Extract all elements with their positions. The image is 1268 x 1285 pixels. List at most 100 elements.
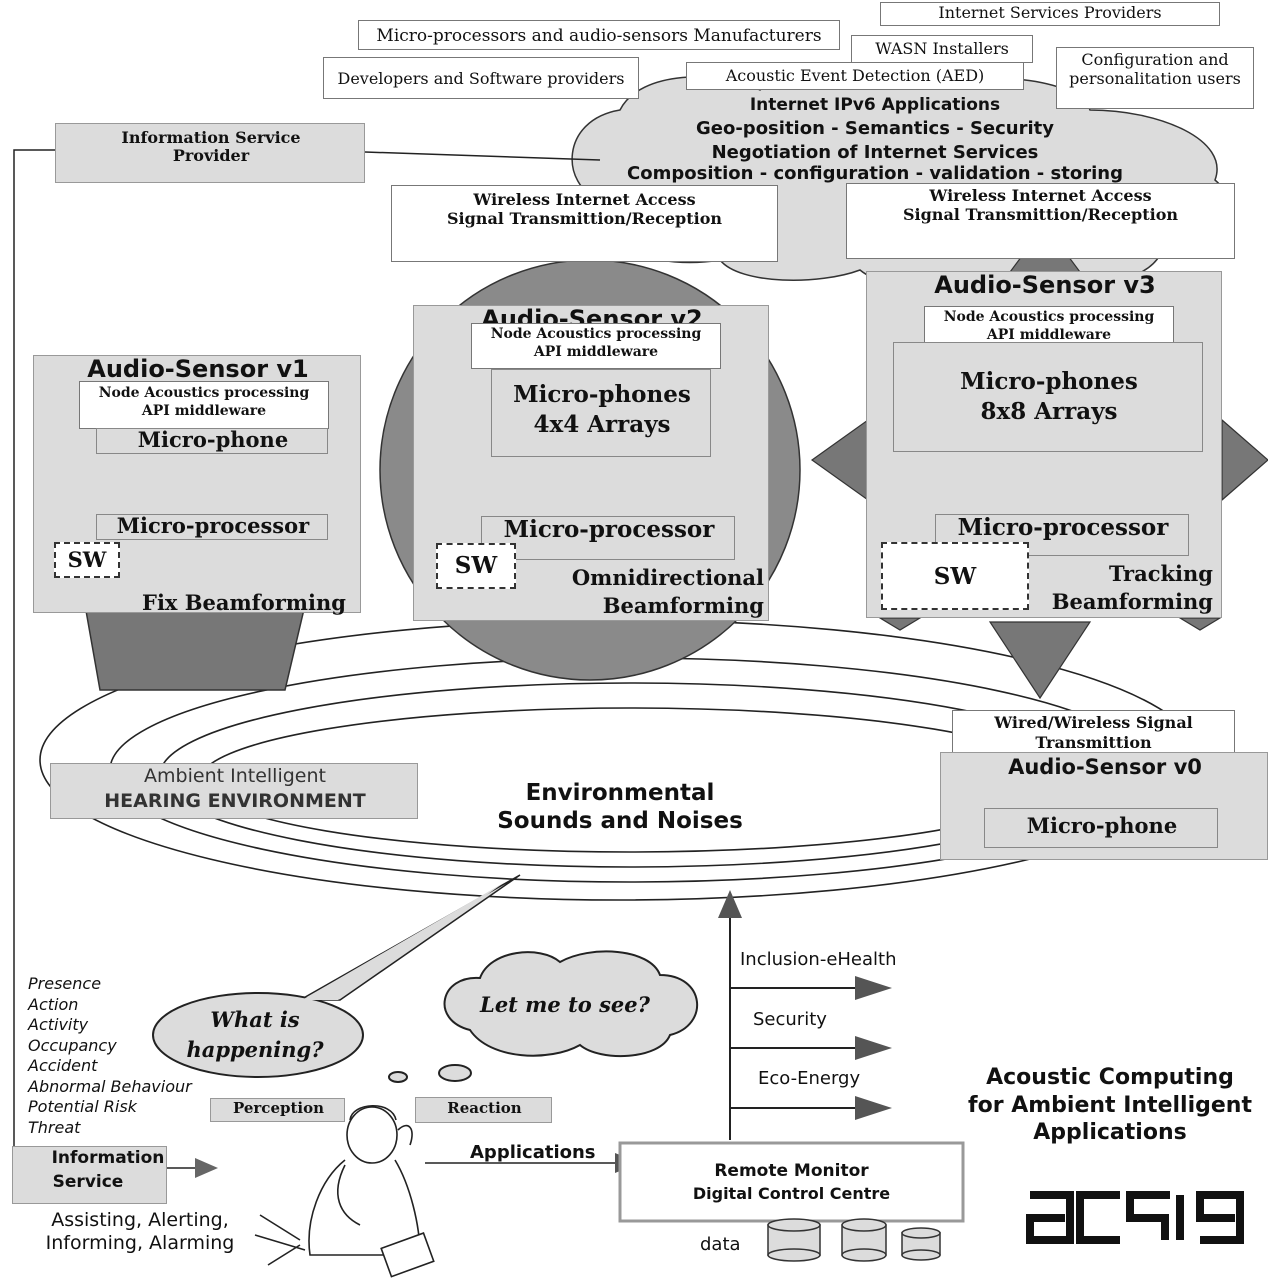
- v3-sw: SW: [881, 542, 1029, 610]
- audio-sensor-v1: Audio-Sensor v1 Node Acoustics processin…: [33, 355, 361, 615]
- speech-bubble-line2: happening?: [186, 1037, 324, 1062]
- environment-line2: Sounds and Noises: [497, 808, 743, 834]
- v2-microphones-label-2: 4x4 Arrays: [533, 411, 671, 438]
- person-sketch: [254, 1105, 435, 1278]
- feedback-arrowhead: [195, 1158, 218, 1178]
- v3-microphones-label-2: 8x8 Arrays: [980, 398, 1118, 425]
- manufacturers-box: Micro-processors and audio-sensors Manuf…: [358, 20, 840, 50]
- data-label: data: [700, 1234, 741, 1255]
- wireless-left-line2: Signal Transmittion/Reception: [446, 209, 723, 229]
- v0-microphone: Micro-phone: [984, 808, 1218, 848]
- v3-microphones: Micro-phones 8x8 Arrays: [893, 342, 1203, 452]
- v1-microphone: Micro-phone: [96, 427, 328, 454]
- cloud-line-2: Geo-position - Semantics - Security: [695, 118, 1054, 139]
- v3-title: Audio-Sensor v3: [934, 271, 1156, 299]
- thought-bubble-shape: [388, 950, 698, 1083]
- v3-microphones-label-1: Micro-phones: [960, 368, 1138, 395]
- info-service-provider-box: Information Service Provider: [55, 123, 365, 183]
- wired-wireless-line1: Wired/Wireless Signal: [994, 713, 1193, 732]
- aed-box: Acoustic Event Detection (AED): [686, 62, 1024, 90]
- remote-monitor-line2: Digital Control Centre: [692, 1184, 891, 1203]
- ambient-line1: Ambient Intelligent: [144, 765, 326, 787]
- audio-sensor-v2: Audio-Sensor v2 Node Acoustics processin…: [413, 305, 769, 621]
- acaia-logo: [1026, 1191, 1244, 1244]
- audio-sensor-v3: Audio-Sensor v3 Node Acoustics processin…: [866, 271, 1222, 618]
- wireless-access-left: Wireless Internet Access Signal Transmit…: [391, 185, 778, 262]
- configuration-users-box: Configuration and personalitation users: [1056, 47, 1254, 109]
- v2-middleware-line1: Node Acoustics processing: [490, 326, 702, 342]
- event-activity: Activity: [28, 1015, 89, 1034]
- remote-monitor-line1: Remote Monitor: [714, 1161, 869, 1181]
- v2-microphones: Micro-phones 4x4 Arrays: [491, 369, 711, 457]
- v0-title: Audio-Sensor v0: [1008, 755, 1202, 779]
- wired-wireless-line2: Transmittion: [1035, 733, 1152, 752]
- information-service-line2: Service: [52, 1172, 124, 1192]
- wired-wireless-box: Wired/Wireless Signal Transmittion: [952, 710, 1235, 756]
- reaction-box: Reaction: [415, 1097, 552, 1123]
- v1-title: Audio-Sensor v1: [87, 355, 309, 383]
- v3-beamforming-1: Tracking: [1108, 561, 1213, 586]
- applications-label: Applications: [470, 1142, 596, 1163]
- ambient-line2: HEARING ENVIRONMENT: [104, 790, 366, 812]
- event-potential-risk: Potential Risk: [28, 1097, 137, 1116]
- cloud-line-1: Internet IPv6 Applications: [749, 95, 1001, 115]
- v2-microprocessor-label: Micro-processor: [503, 516, 715, 543]
- cloud-line-3: Negotiation of Internet Services: [711, 142, 1039, 163]
- v3-microprocessor-label: Micro-processor: [957, 514, 1169, 541]
- v2-microphones-label-1: Micro-phones: [513, 381, 691, 408]
- v2-microprocessor: Micro-processor: [481, 516, 735, 560]
- wireless-right-line1: Wireless Internet Access: [929, 186, 1152, 205]
- perception-label: Perception: [232, 1099, 325, 1117]
- wasn-installers-box: WASN Installers: [851, 35, 1033, 63]
- ambient-intelligent-box: Ambient Intelligent HEARING ENVIRONMENT: [50, 763, 418, 819]
- v1-middleware-line1: Node Acoustics processing: [98, 385, 310, 401]
- footer-title-line3: Applications: [1033, 1120, 1187, 1145]
- v2-beamforming-2: Beamforming: [602, 593, 764, 618]
- v0-microphone-label: Micro-phone: [1026, 813, 1178, 838]
- v1-middleware-line2: API middleware: [141, 402, 267, 419]
- assisting-line1: Assisting, Alerting,: [51, 1209, 229, 1231]
- event-action: Action: [28, 994, 79, 1014]
- v1-microprocessor: Micro-processor: [96, 513, 328, 540]
- v2-middleware: Node Acoustics processing API middleware: [471, 323, 721, 369]
- wireless-access-right: Wireless Internet Access Signal Transmit…: [846, 183, 1235, 259]
- v1-beamforming: Fix Beamforming: [142, 590, 346, 615]
- v1-microprocessor-label: Micro-processor: [116, 513, 310, 538]
- event-threat: Threat: [28, 1117, 81, 1137]
- v3-middleware-line2: API middleware: [986, 326, 1112, 343]
- speech-bubble-line1: What is: [210, 1007, 300, 1032]
- v1-sw: SW: [54, 542, 120, 578]
- v2-sw: SW: [436, 543, 516, 589]
- event-abnormal-behaviour: Abnormal Behaviour: [28, 1076, 192, 1096]
- output-inclusion-ehealth: Inclusion-eHealth: [740, 949, 897, 970]
- v3-microprocessor: Micro-processor: [935, 514, 1189, 556]
- reaction-label: Reaction: [447, 1099, 522, 1117]
- event-occupancy: Occupancy: [28, 1035, 117, 1055]
- v2-middleware-line2: API middleware: [533, 343, 659, 360]
- cloud-line-4: Composition - configuration - validation…: [627, 163, 1123, 184]
- environment-line1: Environmental: [525, 780, 715, 806]
- output-arrows: [730, 976, 892, 1120]
- developers-box: Developers and Software providers: [323, 57, 639, 99]
- v1-middleware: Node Acoustics processing API middleware: [79, 381, 329, 429]
- information-service-line1: Information: [51, 1148, 165, 1168]
- v1-trapezoid: [84, 604, 306, 691]
- isp-box: Internet Services Providers: [880, 2, 1220, 26]
- v2-beamforming-1: Omnidirectional: [571, 565, 764, 590]
- information-service-box: Information Service: [12, 1146, 167, 1204]
- v1-microphone-label: Micro-phone: [137, 427, 289, 452]
- events-list: Presence Action Activity Occupancy Accid…: [28, 974, 192, 1138]
- thought-bubble-text: Let me to see?: [480, 992, 650, 1017]
- perception-box: Perception: [210, 1098, 345, 1122]
- v3-beamforming-2: Beamforming: [1051, 589, 1213, 614]
- output-security: Security: [753, 1009, 827, 1030]
- assisting-line2: Informing, Alarming: [45, 1232, 235, 1254]
- footer-title-line1: Acoustic Computing: [986, 1065, 1234, 1090]
- data-cylinders: [767, 1218, 941, 1262]
- event-accident: Accident: [28, 1056, 98, 1075]
- footer-title-line2: for Ambient Intelligent: [968, 1093, 1252, 1118]
- audio-sensor-v0: Audio-Sensor v0 Micro-phone: [940, 752, 1268, 860]
- wireless-right-line2: Signal Transmittion/Reception: [902, 205, 1179, 225]
- info-service-provider-label: Information Service Provider: [121, 128, 301, 166]
